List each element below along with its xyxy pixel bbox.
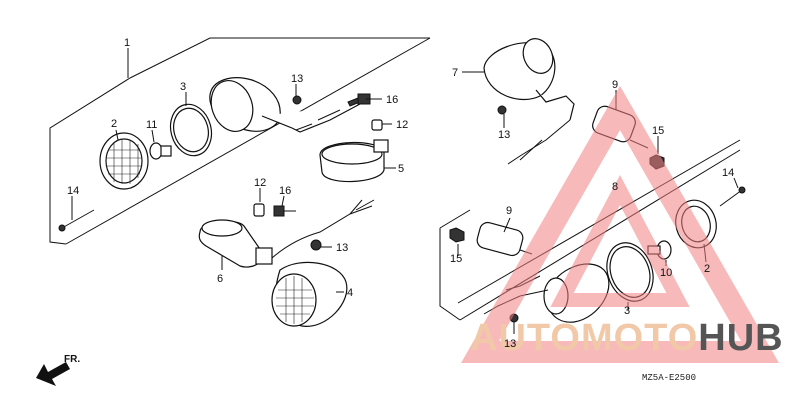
watermark: AUTOMOTOHUB <box>461 85 784 363</box>
wire-left-lower <box>271 199 375 259</box>
screw-left-long <box>58 209 95 232</box>
callout-16-left-lower: 16 <box>279 185 291 197</box>
callout-14-right: 14 <box>722 167 734 179</box>
watermark-triangle-inner <box>550 174 690 307</box>
front-direction-indicator: FR. <box>36 354 80 386</box>
callout-9-right-upper: 9 <box>612 79 618 91</box>
screw-left-upper <box>292 95 302 105</box>
lens-left <box>99 132 149 190</box>
callout-15-right-upper: 15 <box>652 125 664 137</box>
gasket-left <box>169 103 213 157</box>
callout-15-right-lower: 15 <box>450 253 462 265</box>
callout-2-left: 2 <box>111 118 117 130</box>
signal-left-lower <box>271 261 348 327</box>
direction-label: FR. <box>64 354 80 365</box>
callout-12-left-lower: 12 <box>254 177 266 189</box>
screw-right-long <box>719 186 746 207</box>
callout-16-left-upper: 16 <box>386 94 398 106</box>
screw-left-lower <box>310 239 322 251</box>
callout-10-right: 10 <box>660 267 672 279</box>
collar-left-upper <box>371 119 383 131</box>
callout-13-left-upper: 13 <box>291 73 303 85</box>
callout-13-right-upper: 13 <box>498 129 510 141</box>
watermark-text-main: AUTOMOTO <box>470 317 698 359</box>
direction-arrow-icon <box>36 362 70 386</box>
callout-12-left-upper: 12 <box>396 119 408 131</box>
callout-2-right: 2 <box>704 263 710 275</box>
callout-9-right-lower: 9 <box>506 205 512 217</box>
relay-right-lower <box>449 221 533 257</box>
callout-6-left: 6 <box>217 273 223 285</box>
gasket-right <box>606 242 654 302</box>
callout-1-left: 1 <box>124 37 130 49</box>
svg-text:AUTOMOTOHUB: AUTOMOTOHUB <box>470 317 784 359</box>
collar-left-lower <box>253 203 265 217</box>
callout-13-right-lower: 13 <box>504 338 516 350</box>
callout-labels: 1 2 3 11 14 13 16 12 5 12 16 13 6 4 7 9 … <box>67 37 734 350</box>
bulb-left <box>149 142 172 160</box>
callout-7-right: 7 <box>452 67 458 79</box>
callout-4-left: 4 <box>347 287 353 299</box>
callout-8-right: 8 <box>612 181 618 193</box>
housing-right-upper <box>483 38 575 165</box>
watermark-triangle <box>461 85 779 363</box>
screw-right-upper <box>497 105 507 115</box>
callout-13-left-lower: 13 <box>336 242 348 254</box>
diagram-code: MZ5A-E2500 <box>642 373 696 383</box>
bolt-left-lower <box>273 205 296 217</box>
housing-left <box>209 77 361 133</box>
assembly-bracket-left <box>49 37 431 245</box>
callout-3-right: 3 <box>624 305 630 317</box>
callout-11-left: 11 <box>146 119 157 131</box>
callout-5-left: 5 <box>398 163 404 175</box>
bracket-clamp-left <box>319 139 389 183</box>
callout-3-left: 3 <box>180 81 186 93</box>
watermark-text-accent: HUB <box>698 317 783 359</box>
callout-14-left: 14 <box>67 185 79 197</box>
stay-left-lower <box>198 219 273 268</box>
